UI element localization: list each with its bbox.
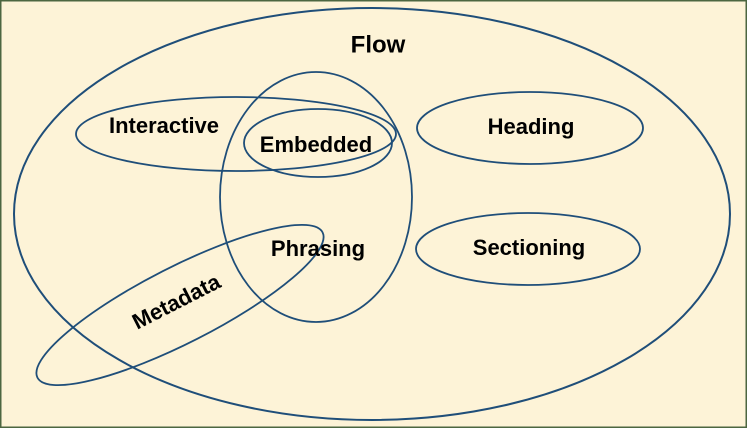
set-label-sectioning: Sectioning bbox=[473, 235, 585, 260]
set-shapes-layer bbox=[13, 7, 731, 421]
set-ellipse-phrasing[interactable] bbox=[219, 71, 413, 323]
set-label-heading: Heading bbox=[488, 114, 575, 139]
set-ellipse-flow[interactable] bbox=[13, 7, 731, 421]
set-label-flow: Flow bbox=[351, 31, 406, 58]
set-label-phrasing: Phrasing bbox=[271, 236, 365, 261]
set-ellipse-interactive[interactable] bbox=[75, 96, 397, 172]
set-ellipse-embedded[interactable] bbox=[243, 108, 393, 178]
set-label-interactive: Interactive bbox=[109, 113, 219, 138]
set-ellipse-heading[interactable] bbox=[416, 91, 644, 165]
set-ellipse-metadata[interactable] bbox=[20, 199, 340, 412]
set-label-embedded: Embedded bbox=[260, 132, 372, 157]
set-ellipse-sectioning[interactable] bbox=[415, 212, 641, 286]
